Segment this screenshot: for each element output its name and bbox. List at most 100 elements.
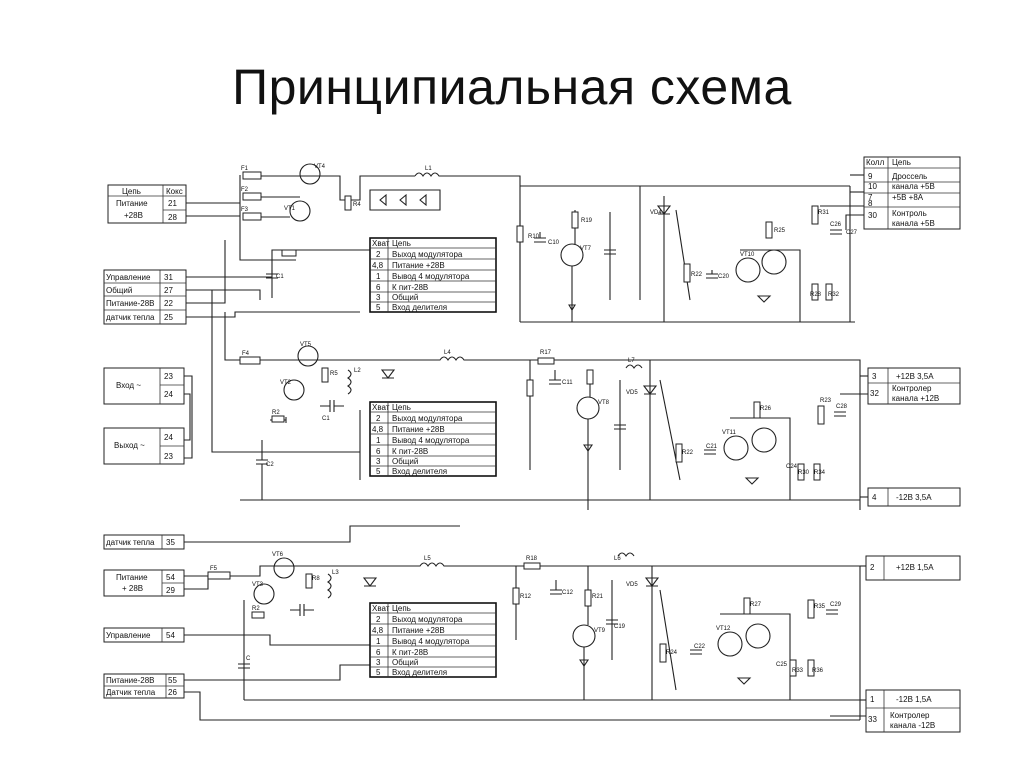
io-pin: 23 bbox=[164, 452, 173, 461]
table-row-name: К пит-28В bbox=[392, 447, 428, 456]
connector-row-pin: 21 bbox=[168, 199, 177, 208]
io-pin: 23 bbox=[164, 372, 173, 381]
table-row-name: Вход делителя bbox=[392, 668, 447, 677]
svg-text:VT12: VT12 bbox=[716, 626, 731, 632]
svg-text:R31: R31 bbox=[818, 210, 830, 216]
right-name: Контролер bbox=[890, 711, 930, 720]
sensor-name: датчик тепла bbox=[106, 538, 155, 547]
svg-text:C21: C21 bbox=[706, 444, 718, 450]
svg-text:L7: L7 bbox=[628, 358, 635, 364]
svg-text:VT11: VT11 bbox=[722, 430, 737, 436]
right-row-pin: 9 bbox=[868, 172, 873, 181]
right-row-name: канала +5В bbox=[892, 219, 935, 228]
right-connector-bottom: 2 +12В 1,5А 1 -12В 1,5А 33 Контролер кан… bbox=[865, 555, 961, 733]
connector-bottom-pin: 54 bbox=[166, 573, 175, 582]
svg-text:VD5: VD5 bbox=[626, 390, 638, 396]
table-row-pin: 6 bbox=[376, 648, 381, 657]
svg-text:F4: F4 bbox=[242, 351, 250, 357]
svg-text:C2: C2 bbox=[266, 462, 274, 468]
pair-pin: 55 bbox=[168, 676, 177, 685]
right-pin: 1 bbox=[870, 695, 875, 704]
right-name: канала -12В bbox=[890, 721, 935, 730]
svg-text:R2: R2 bbox=[252, 606, 260, 612]
svg-text:C: C bbox=[246, 656, 251, 662]
svg-text:C28: C28 bbox=[836, 404, 848, 410]
svg-text:R2: R2 bbox=[272, 410, 280, 416]
right-name: -12В 1,5А bbox=[896, 695, 932, 704]
svg-text:C27: C27 bbox=[846, 230, 858, 236]
signal-bottom-name: Управление bbox=[106, 631, 151, 640]
svg-text:F1: F1 bbox=[241, 166, 249, 172]
right-name: -12В 3,5А bbox=[896, 493, 932, 502]
right-pin: 33 bbox=[868, 715, 877, 724]
right-name: +12В 1,5А bbox=[896, 563, 934, 572]
svg-text:R34: R34 bbox=[814, 470, 826, 476]
pair-name: Питание-28В bbox=[106, 676, 154, 685]
svg-text:C1: C1 bbox=[276, 274, 284, 280]
svg-text:VT4: VT4 bbox=[314, 164, 326, 170]
svg-text:R10: R10 bbox=[528, 234, 540, 240]
right-row-pin: 8 bbox=[868, 199, 873, 208]
svg-text:R35: R35 bbox=[814, 604, 826, 610]
table-row-pin: 4,8 bbox=[372, 425, 384, 434]
table-row-name: Общий bbox=[392, 293, 418, 302]
table-row-pin: 3 bbox=[376, 658, 381, 667]
io-name: Выход ~ bbox=[114, 441, 145, 450]
table-header-name: Цепь bbox=[392, 403, 411, 412]
table-row-name: Выход модулятора bbox=[392, 250, 463, 259]
connector-row-name: Питание bbox=[116, 199, 148, 208]
table-row-name: Питание +28В bbox=[392, 261, 445, 270]
table-row-pin: 5 bbox=[376, 467, 381, 476]
right-row-pin: 7 bbox=[868, 193, 873, 202]
right-row-name: Дроссель bbox=[892, 172, 927, 181]
svg-text:C19: C19 bbox=[614, 624, 626, 630]
svg-text:C24: C24 bbox=[786, 464, 798, 470]
connector-row-name: +28В bbox=[124, 211, 143, 220]
bottom-section-wires: F5 L5 VT6 VT3 R8 L3 R2 C R18 R12 C12 bbox=[207, 552, 866, 720]
table-row-name: Общий bbox=[392, 457, 418, 466]
signal-pin: 22 bbox=[164, 299, 173, 308]
table-row-pin: 5 bbox=[376, 668, 381, 677]
svg-text:R30: R30 bbox=[798, 470, 810, 476]
svg-text:R22: R22 bbox=[691, 272, 703, 278]
svg-text:C20: C20 bbox=[718, 274, 730, 280]
svg-text:C1: C1 bbox=[322, 416, 330, 422]
right-row-name: Контроль bbox=[892, 209, 927, 218]
table-row-pin: 3 bbox=[376, 457, 381, 466]
svg-text:VT7: VT7 bbox=[580, 246, 592, 252]
svg-text:C26: C26 bbox=[830, 222, 842, 228]
svg-text:R5: R5 bbox=[330, 371, 338, 377]
table-header-pin: Хват bbox=[372, 604, 390, 613]
svg-text:VT5: VT5 bbox=[300, 342, 312, 348]
left-bottom-pairs: Питание-28В 55 Датчик тепла 26 bbox=[103, 664, 860, 721]
svg-text:R28: R28 bbox=[810, 292, 822, 298]
svg-text:R17: R17 bbox=[540, 350, 552, 356]
svg-text:L6: L6 bbox=[614, 556, 621, 562]
left-io-middle: Вход ~ 23 24 Выход ~ 24 23 bbox=[103, 367, 193, 465]
right-row-pin: 10 bbox=[868, 182, 877, 191]
right-name: канала +12В bbox=[892, 394, 939, 403]
table-row-name: Выход модулятора bbox=[392, 615, 463, 624]
svg-text:VT3: VT3 bbox=[252, 582, 264, 588]
svg-text:R12: R12 bbox=[520, 594, 532, 600]
table-row-pin: 2 bbox=[376, 615, 381, 624]
svg-text:VD4: VD4 bbox=[650, 210, 662, 216]
table-row-pin: 3 bbox=[376, 293, 381, 302]
table-row-name: К пит-28В bbox=[392, 648, 428, 657]
signal-name: Управление bbox=[106, 273, 151, 282]
table-row-pin: 1 bbox=[376, 637, 381, 646]
table-header-pin: Хват bbox=[372, 403, 390, 412]
table-row-pin: 2 bbox=[376, 414, 381, 423]
svg-text:R32: R32 bbox=[828, 292, 840, 298]
svg-text:F3: F3 bbox=[241, 207, 249, 213]
signal-pin: 25 bbox=[164, 313, 173, 322]
right-connector-middle: 3 +12В 3,5А 32 Контролер канала +12В 4 -… bbox=[867, 367, 961, 507]
table-row-name: К пит-28В bbox=[392, 283, 428, 292]
svg-text:L3: L3 bbox=[332, 570, 339, 576]
table-row-name: Вход делителя bbox=[392, 467, 447, 476]
right-pin: 32 bbox=[870, 389, 879, 398]
svg-text:R27: R27 bbox=[750, 602, 762, 608]
pair-pin: 26 bbox=[168, 688, 177, 697]
